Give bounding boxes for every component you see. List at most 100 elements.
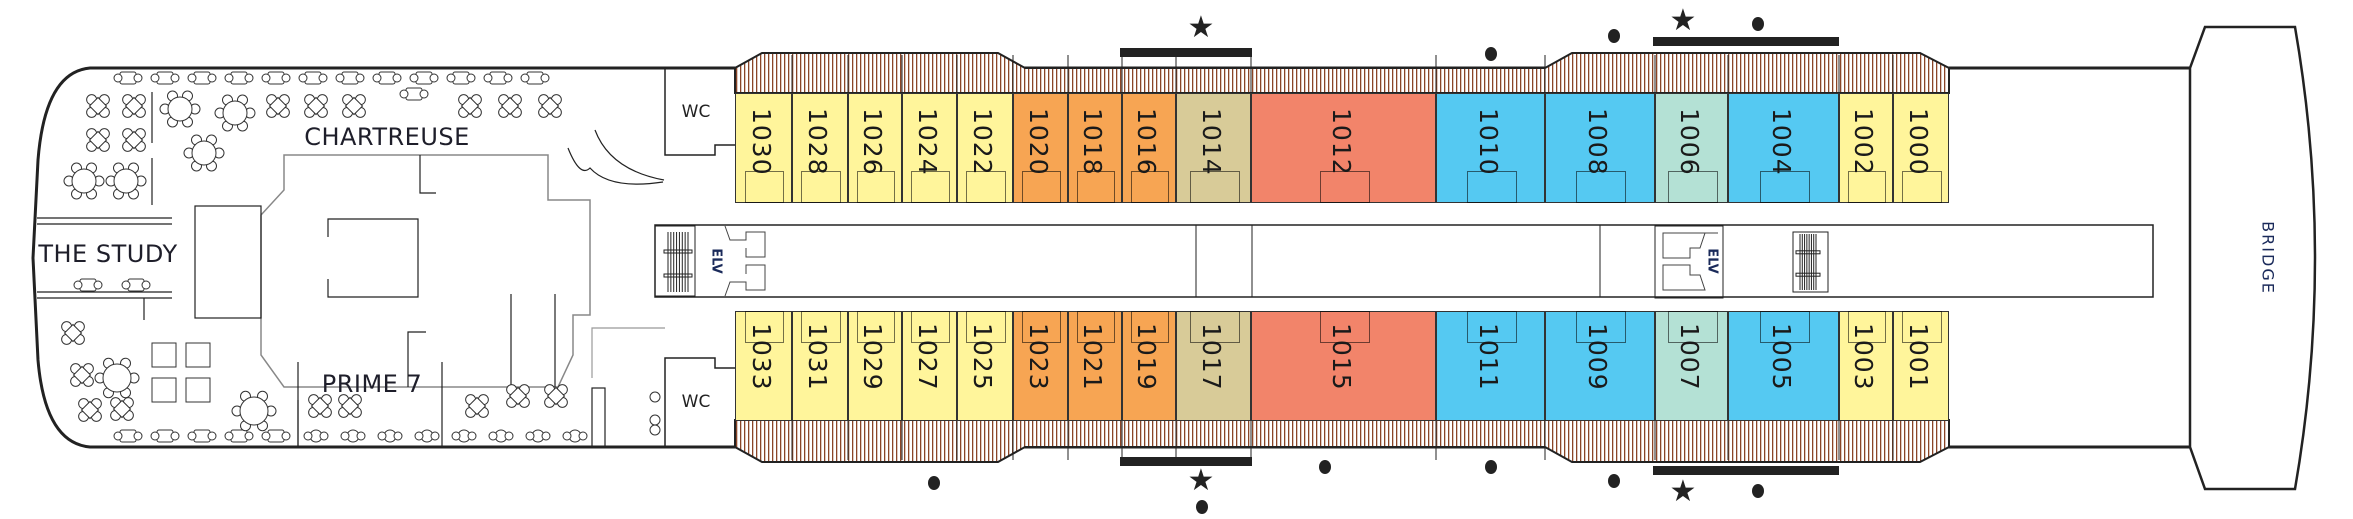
- cabin-bathroom: [857, 311, 895, 343]
- square-table-icon: [467, 396, 487, 416]
- elevator-left: [724, 225, 766, 297]
- cabin-number: 1006: [1674, 108, 1704, 176]
- cabin-number: 1009: [1583, 323, 1612, 391]
- cabin-1002[interactable]: 1002: [1839, 93, 1893, 203]
- balcony-bottom: [734, 419, 1950, 463]
- venue-the-study[interactable]: THE STUDY: [38, 240, 178, 268]
- venue-prime-7[interactable]: PRIME 7: [321, 370, 423, 398]
- wc-bottom-label: WC: [681, 392, 711, 412]
- cabin-1017[interactable]: 1017: [1176, 311, 1251, 421]
- cabin-1033[interactable]: 1033: [735, 311, 792, 421]
- dot-icon: [1608, 474, 1620, 488]
- cabin-bathroom: [1466, 171, 1517, 203]
- cabin-1000[interactable]: 1000: [1893, 93, 1949, 203]
- dot-icon: [1752, 484, 1764, 498]
- cabin-1008[interactable]: 1008: [1545, 93, 1655, 203]
- cabin-number: 1015: [1326, 323, 1356, 391]
- wc-top-label: WC: [681, 102, 711, 122]
- cabin-bathroom: [1667, 311, 1718, 343]
- cabin-1024[interactable]: 1024: [902, 93, 957, 203]
- lifeboat-bar: [1120, 457, 1252, 466]
- square-table-icon: [546, 386, 566, 406]
- cabin-number: 1018: [1078, 108, 1107, 176]
- square-table-icon: [112, 399, 132, 419]
- dot-icon: [1485, 460, 1497, 474]
- hull-outline: [31, 66, 2190, 449]
- cabin-1022[interactable]: 1022: [957, 93, 1013, 203]
- stairs-right: [1792, 231, 1829, 293]
- cabin-1028[interactable]: 1028: [792, 93, 848, 203]
- square-table-icon: [340, 396, 360, 416]
- cabin-number: 1005: [1766, 323, 1796, 391]
- square-table-icon: [344, 96, 364, 116]
- cabin-bathroom: [966, 311, 1006, 343]
- cabin-1019[interactable]: 1019: [1122, 311, 1176, 421]
- square-table-icon: [124, 130, 144, 150]
- cabin-1007[interactable]: 1007: [1655, 311, 1728, 421]
- cabin-bathroom: [966, 171, 1006, 203]
- cabin-1003[interactable]: 1003: [1839, 311, 1893, 421]
- cabin-1020[interactable]: 1020: [1013, 93, 1068, 203]
- cabin-1010[interactable]: 1010: [1436, 93, 1545, 203]
- cabin-1025[interactable]: 1025: [957, 311, 1013, 421]
- cabin-1031[interactable]: 1031: [792, 311, 848, 421]
- dot-icon: [928, 476, 940, 490]
- star-icon: ★: [1187, 10, 1215, 45]
- square-table-icon: [500, 96, 520, 116]
- cabin-1029[interactable]: 1029: [848, 311, 902, 421]
- cabin-1016[interactable]: 1016: [1122, 93, 1176, 203]
- cabin-1006[interactable]: 1006: [1655, 93, 1728, 203]
- cabin-1001[interactable]: 1001: [1893, 311, 1949, 421]
- cabin-number: 1022: [968, 108, 997, 176]
- square-table-icon: [124, 96, 144, 116]
- cabin-bathroom: [911, 311, 950, 343]
- cabin-number: 1023: [1023, 323, 1053, 391]
- cabin-bathroom: [1902, 171, 1942, 203]
- cabin-bathroom: [1022, 171, 1061, 203]
- dot-icon: [1608, 29, 1620, 43]
- cabin-bathroom: [801, 311, 841, 343]
- square-table-icon: [63, 323, 83, 343]
- cabin-1015[interactable]: 1015: [1251, 311, 1436, 421]
- cabin-1011[interactable]: 1011: [1436, 311, 1545, 421]
- cabin-1027[interactable]: 1027: [902, 311, 957, 421]
- cabin-1012[interactable]: 1012: [1251, 93, 1436, 203]
- cabin-number: 1030: [746, 108, 776, 176]
- cabin-number: 1029: [858, 323, 887, 391]
- cabin-bathroom: [1576, 171, 1626, 203]
- cabin-bathroom: [1319, 311, 1370, 343]
- cabin-1004[interactable]: 1004: [1728, 93, 1839, 203]
- round-table-icon: [113, 168, 139, 194]
- cabin-bathroom: [744, 171, 785, 203]
- cabin-number: 1024: [912, 108, 942, 176]
- venue-chartreuse[interactable]: CHARTREUSE: [304, 123, 470, 151]
- cabin-number: 1011: [1473, 323, 1503, 391]
- cabin-1018[interactable]: 1018: [1068, 93, 1122, 203]
- cabin-1005[interactable]: 1005: [1728, 311, 1839, 421]
- cabin-1021[interactable]: 1021: [1068, 311, 1122, 421]
- corridor: [654, 224, 2154, 298]
- elevator-left-label: ELV: [708, 248, 724, 274]
- cabin-1014[interactable]: 1014: [1176, 93, 1251, 203]
- central-structure: [260, 154, 591, 388]
- cabin-bathroom: [857, 171, 895, 203]
- cabin-1030[interactable]: 1030: [735, 93, 792, 203]
- cabin-number: 1008: [1583, 108, 1612, 176]
- bridge-wing: [2188, 25, 2317, 491]
- cabin-bathroom: [1759, 311, 1810, 343]
- cabin-number: 1028: [803, 108, 832, 176]
- cabin-1023[interactable]: 1023: [1013, 311, 1068, 421]
- square-table-icon: [88, 130, 108, 150]
- cabin-number: 1026: [858, 108, 887, 176]
- cabin-bathroom: [1848, 171, 1886, 203]
- cabin-bathroom: [1576, 311, 1626, 343]
- round-table-icon: [191, 140, 217, 166]
- lifeboat-bar: [1653, 466, 1839, 475]
- dot-icon: [1485, 47, 1497, 61]
- lifeboat-bar: [1653, 37, 1839, 46]
- cabin-1026[interactable]: 1026: [848, 93, 902, 203]
- cabin-number: 1020: [1023, 108, 1053, 176]
- cabin-1009[interactable]: 1009: [1545, 311, 1655, 421]
- cabin-number: 1002: [1849, 108, 1878, 176]
